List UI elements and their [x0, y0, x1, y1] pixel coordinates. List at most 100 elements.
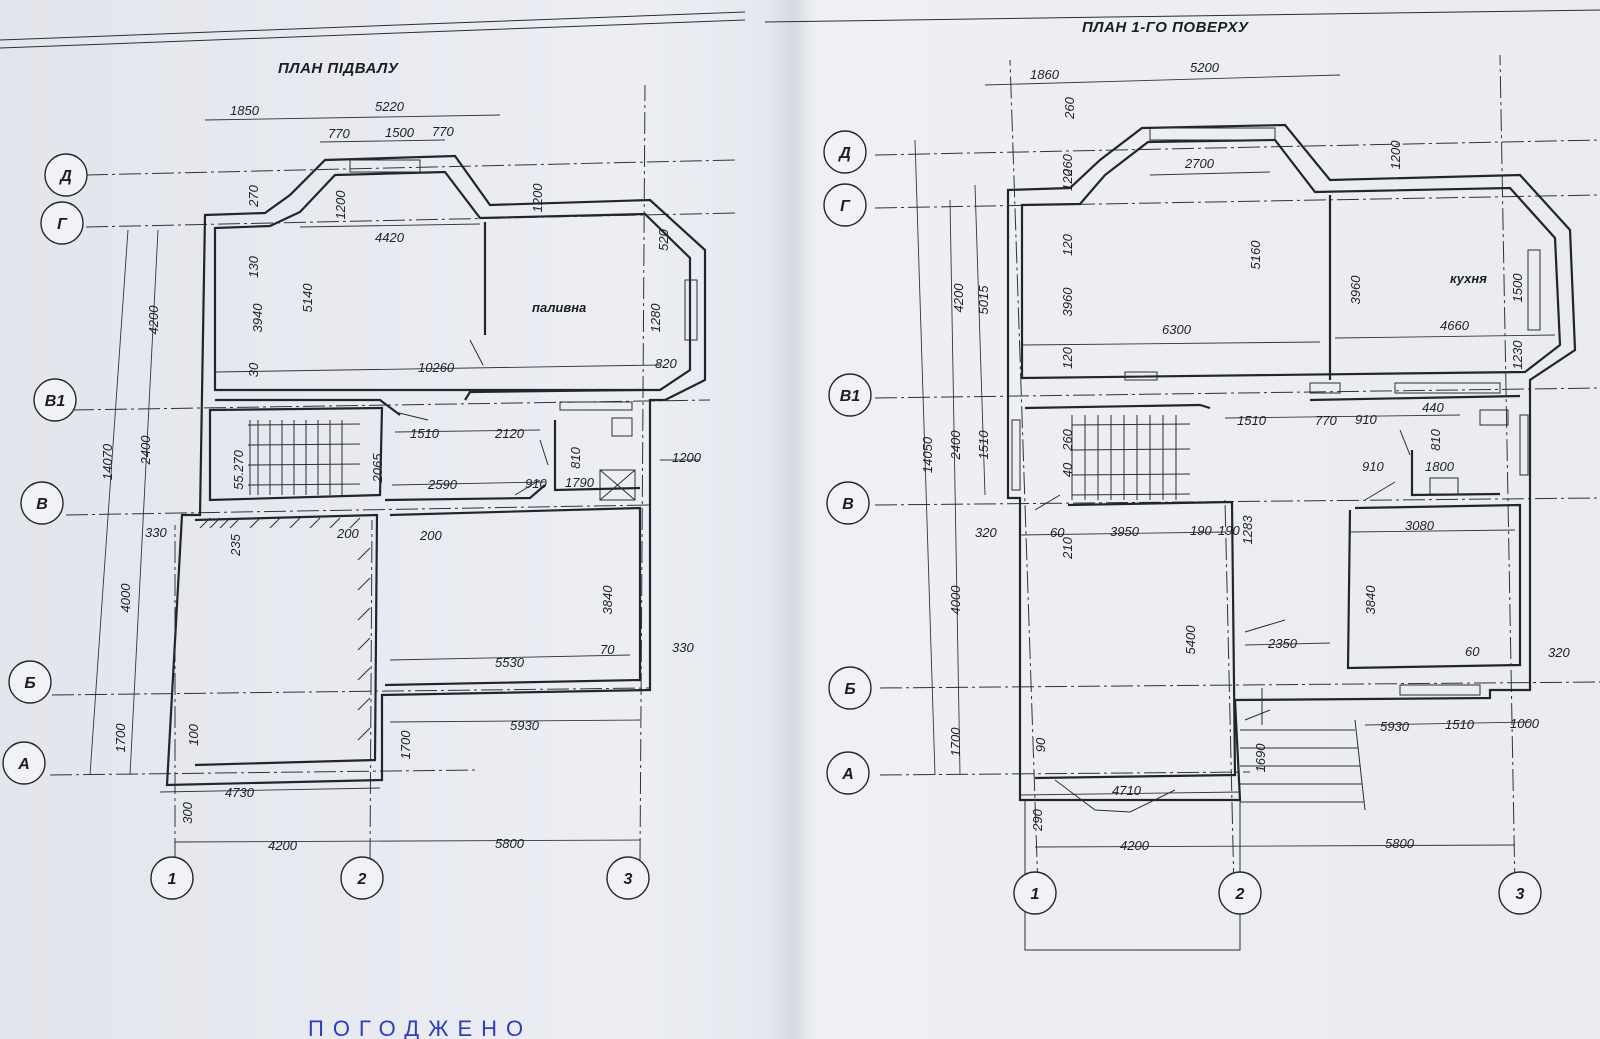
- axis-bubble-label: 2: [1235, 886, 1245, 903]
- axis-line-Г: [874, 194, 1600, 209]
- dimension-label: 235: [228, 533, 243, 556]
- dimension-label: 910: [1362, 459, 1384, 474]
- dimension-label: 2400: [948, 430, 963, 461]
- first-floor-outer-wall: [1006, 123, 1577, 802]
- dimension-label: 190: [1190, 523, 1212, 538]
- dimension-label: 210: [1060, 536, 1075, 559]
- dimension-label: 60: [1050, 525, 1065, 540]
- axis-line-В: [65, 504, 651, 516]
- axis-bubble-label: В1: [45, 393, 66, 410]
- dimension-label: 200: [336, 526, 359, 541]
- stair-wall-top: [215, 398, 401, 416]
- dimension-label: 6300: [1162, 322, 1192, 337]
- dimension-label: 290: [1030, 808, 1045, 831]
- right-room-wall: [384, 506, 642, 687]
- first-floor-staircase: [1071, 415, 1191, 500]
- basement-plan: ПЛАН ПІДВАЛУ: [49, 60, 736, 861]
- axis-line-В: [874, 497, 1600, 506]
- axis-line-В1: [874, 387, 1600, 399]
- axis-bubble-А: А: [826, 751, 870, 795]
- basement-staircase: [247, 420, 361, 495]
- axis-line-Б: [879, 681, 1600, 689]
- dimension-label: 120: [1060, 168, 1075, 190]
- entrance-steps: [1240, 688, 1366, 811]
- dimension-label: 55.270: [231, 449, 246, 490]
- dimension-label: 810: [568, 446, 583, 468]
- axis-bubble-3: 3: [606, 856, 650, 900]
- dimension-label: 5800: [1385, 836, 1415, 851]
- bath-fixture: [1429, 477, 1459, 495]
- dimension-label: 3940: [250, 303, 265, 333]
- dimension-label: 2065: [370, 453, 385, 484]
- dimension-label: 440: [1422, 400, 1444, 415]
- dimension-label: 4660: [1440, 318, 1470, 333]
- dimension-label: 910: [1355, 412, 1377, 427]
- dimension-label: 3840: [600, 585, 615, 615]
- vent-grille: [1394, 382, 1501, 394]
- axis-line-1: [1009, 59, 1039, 891]
- dimension-label: 120: [1060, 346, 1075, 368]
- dimension-label: 1510: [410, 426, 440, 441]
- basement-upper-rooms-wall: [213, 170, 692, 392]
- axis-bubble-Б: Б: [8, 660, 52, 704]
- axis-bubble-label: В: [842, 496, 854, 513]
- axis-bubble-label: 3: [1516, 886, 1525, 903]
- axis-bubble-label: Б: [844, 681, 855, 698]
- axis-bubble-2: 2: [340, 856, 384, 900]
- window: [1399, 684, 1481, 696]
- axis-bubble-2: 2: [1218, 871, 1262, 915]
- axis-bubble-label: Г: [840, 198, 851, 215]
- axis-bubble-label: Б: [24, 675, 35, 692]
- corridor-top-wall: [464, 388, 641, 401]
- door-swing: [1399, 429, 1411, 456]
- approval-stamp: ПОГОДЖЕНО: [308, 1016, 532, 1039]
- axis-bubble-label: В: [36, 496, 48, 513]
- door-swing: [394, 411, 429, 421]
- dimension-label: 1700: [948, 727, 963, 757]
- page-border-line: [0, 19, 746, 49]
- first-floor-upper-rooms-wall: [1020, 138, 1562, 380]
- dimension-label: 770: [1315, 413, 1337, 428]
- axis-bubble-3: 3: [1498, 871, 1542, 915]
- dimension-label: 3080: [1405, 518, 1435, 533]
- dimension-label: 4000: [948, 585, 963, 615]
- axis-line-3: [1499, 54, 1516, 891]
- dimension-label: 2590: [427, 477, 458, 492]
- axis-bubble-label: А: [17, 756, 30, 773]
- dimension-label: 810: [1428, 428, 1443, 450]
- dimension-label: 14050: [920, 436, 935, 473]
- dimension-label: 1200: [333, 190, 348, 220]
- axis-bubble-label: 3: [624, 871, 633, 888]
- dimension-label: 1700: [398, 730, 413, 760]
- dimension-label: 5530: [495, 655, 525, 670]
- vent-shaft: [599, 469, 636, 501]
- dimension-label: 4000: [118, 583, 133, 613]
- right-room-wall: [1346, 503, 1522, 670]
- dimension-label: 3960: [1060, 287, 1075, 317]
- window: [1519, 414, 1529, 476]
- dimension-label: 260: [1062, 96, 1077, 119]
- staircase-enclosure: [208, 406, 384, 502]
- dimension-label: 100: [186, 723, 201, 745]
- dimension-label: 70: [600, 642, 615, 657]
- dimension-label: 1690: [1253, 743, 1268, 773]
- page-border-line: [0, 11, 746, 41]
- dimension-label: 10260: [418, 360, 455, 375]
- axis-bubble-label: А: [841, 766, 854, 783]
- dimension-label: 1850: [230, 103, 260, 118]
- axis-bubble-1: 1: [150, 856, 194, 900]
- dimension-label: 4200: [268, 838, 298, 853]
- left-bay-room-wall: [194, 513, 379, 767]
- dimension-label: 320: [975, 525, 997, 540]
- living-room-wall: [1034, 500, 1237, 780]
- bathroom-wall: [1410, 450, 1501, 497]
- axis-bubble-Д: Д: [823, 130, 867, 174]
- dimension-label: 2700: [1184, 156, 1215, 171]
- dimension-label: 190: [1218, 523, 1240, 538]
- dimension-label: 90: [1033, 737, 1048, 752]
- window: [684, 279, 698, 341]
- door-swing: [1244, 709, 1271, 721]
- dimension-label: 120: [1060, 233, 1075, 255]
- dimension-label: 5220: [375, 99, 405, 114]
- dimension-label: 520: [656, 228, 671, 250]
